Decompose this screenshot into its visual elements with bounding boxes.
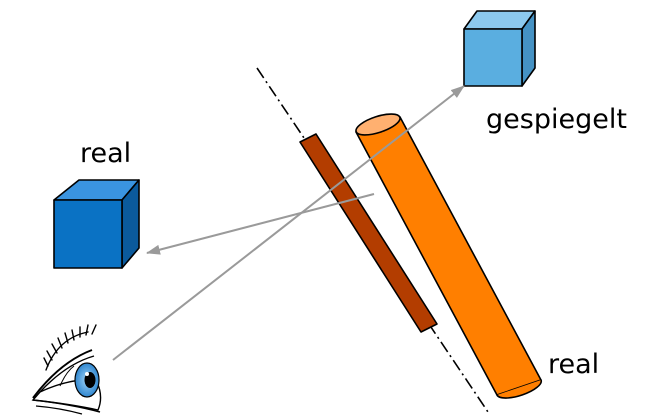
- mirrored-cube-front: [463, 28, 523, 87]
- real-cube-front: [53, 199, 123, 269]
- mirrored-cube-label: gespiegelt: [486, 104, 627, 135]
- real-cylinder: [355, 113, 543, 399]
- ray-cylinder-to-real-cube: [146, 193, 375, 255]
- real-cylinder-label: real: [548, 349, 599, 380]
- ray-eye-to-mirrored-cube: [112, 85, 465, 361]
- mirrored-cube: [463, 10, 536, 87]
- cylinder-bottom-cap: [496, 379, 543, 399]
- eye-icon: [31, 324, 102, 415]
- mirror-plate: [299, 133, 438, 333]
- cylinder-top-cap: [355, 113, 401, 136]
- real-cube: [53, 179, 140, 269]
- real-cube-label: real: [80, 138, 131, 169]
